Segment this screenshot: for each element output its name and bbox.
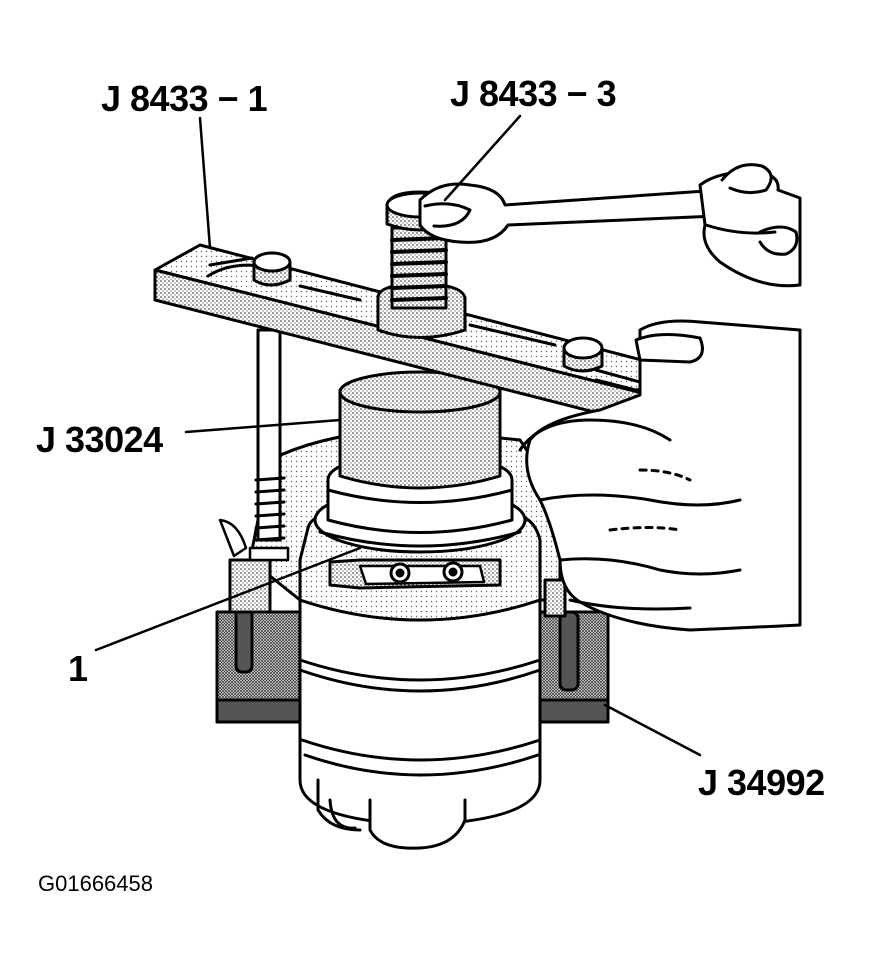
callout-j8433-1: J 8433 − 1 bbox=[101, 78, 268, 119]
hand-lower bbox=[518, 319, 802, 632]
leader-j8433-3 bbox=[443, 114, 522, 202]
bridge-bar-bolt-right bbox=[562, 336, 604, 373]
item-1-component bbox=[328, 558, 502, 590]
threaded-rod bbox=[218, 328, 290, 562]
leader-j34992 bbox=[603, 703, 702, 757]
bridge-bar-bolt-left bbox=[252, 251, 292, 287]
leader-lines bbox=[94, 114, 702, 757]
leader-j33024 bbox=[184, 418, 342, 434]
callout-j34992: J 34992 bbox=[698, 762, 825, 803]
wrench bbox=[418, 182, 742, 244]
callout-item-1: 1 bbox=[68, 648, 88, 689]
callout-j8433-3: J 8433 − 3 bbox=[450, 73, 617, 114]
hand-upper bbox=[698, 163, 802, 288]
adapter-j33024 bbox=[326, 370, 514, 534]
leader-1 bbox=[94, 546, 362, 652]
figure-id: G01666458 bbox=[38, 871, 153, 896]
gear-housing bbox=[298, 486, 542, 850]
leader-j8433-1 bbox=[198, 116, 212, 250]
callout-j33024: J 33024 bbox=[36, 419, 163, 460]
